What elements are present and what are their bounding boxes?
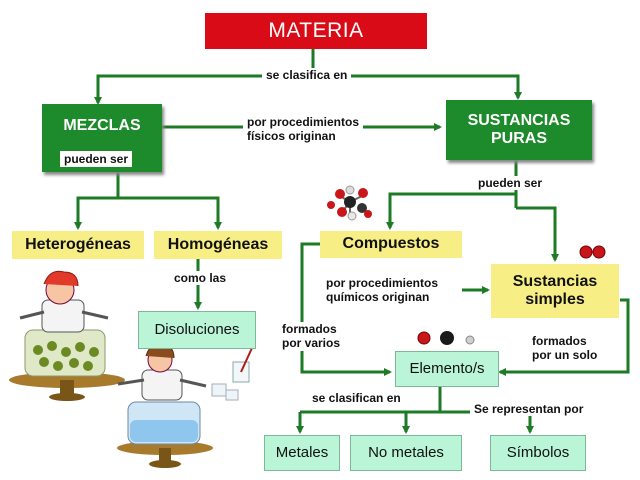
- link-formados-por-varios: formados por varios: [280, 322, 343, 351]
- molecule-model-icon: [327, 185, 372, 221]
- arrow-to-sustancias-simples: [516, 206, 559, 262]
- node-sustancias-simples-label: Sustancias simples: [512, 272, 598, 308]
- link-por-procedimientos-fisicos: por procedimientos físicos originan: [243, 115, 364, 144]
- link-se-clasifica-en: se clasifica en: [262, 68, 352, 83]
- link-se-representan-por: Se representan por: [470, 402, 588, 417]
- node-elementos: Elemento/s: [395, 351, 499, 387]
- diatomic-spheres-icon: [579, 245, 606, 259]
- node-materia: MATERIA: [205, 13, 427, 49]
- link-pueden-ser-sustancias: pueden ser: [474, 176, 547, 191]
- link-se-clasifican-en: se clasifican en: [308, 391, 405, 406]
- node-disoluciones-label: Disoluciones: [154, 321, 240, 339]
- node-homogeneas-label: Homogéneas: [167, 235, 269, 253]
- arrow-to-heterogeneas: [74, 196, 118, 230]
- scientist-illustration-bottom: [117, 344, 253, 468]
- arrow-to-sustancias-puras: [313, 74, 522, 100]
- node-simbolos-label: Símbolos: [506, 444, 570, 462]
- atom-spheres-icon: [417, 331, 475, 345]
- node-sustancias-puras-label: SUSTANCIAS PURAS: [467, 111, 571, 147]
- arrow-compuestos-to-elementos: [300, 242, 392, 376]
- arrow-simples-to-elementos: [498, 298, 630, 376]
- node-simbolos: Símbolos: [490, 435, 586, 471]
- node-homogeneas: Homogéneas: [154, 231, 282, 259]
- node-compuestos: Compuestos: [320, 231, 462, 258]
- node-heterogeneas-label: Heterogéneas: [25, 235, 131, 253]
- node-sustancias-simples: Sustancias simples: [491, 264, 619, 318]
- link-pueden-ser-mezclas: pueden ser: [60, 151, 133, 168]
- node-mezclas-label: MEZCLAS: [63, 117, 141, 134]
- node-compuestos-label: Compuestos: [342, 235, 440, 253]
- node-materia-label: MATERIA: [268, 18, 364, 42]
- arrow-to-compuestos: [386, 192, 516, 230]
- arrow-to-mezclas: [94, 74, 313, 105]
- link-como-las: como las: [170, 271, 231, 286]
- node-metales: Metales: [264, 435, 340, 471]
- node-metales-label: Metales: [275, 444, 329, 462]
- link-por-procedimientos-quimicos: por procedimientos químicos originan: [324, 276, 441, 305]
- arrow-to-homogeneas: [118, 196, 222, 230]
- node-no-metales-label: No metales: [368, 444, 444, 462]
- node-disoluciones: Disoluciones: [138, 311, 256, 349]
- node-no-metales: No metales: [350, 435, 462, 471]
- link-formados-por-un-solo: formados por un solo: [530, 334, 600, 363]
- node-heterogeneas: Heterogéneas: [12, 231, 144, 259]
- node-sustancias-puras: SUSTANCIAS PURAS: [446, 100, 592, 160]
- scientist-illustration-top: [9, 270, 125, 401]
- node-elementos-label: Elemento/s: [409, 360, 485, 378]
